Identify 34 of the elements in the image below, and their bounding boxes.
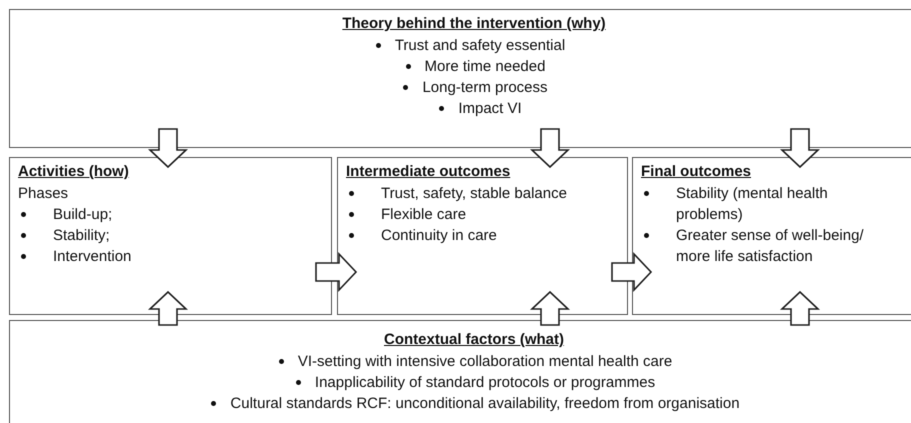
panel-heading: Activities (how): [18, 162, 129, 182]
bullet-text: Stability;: [53, 226, 110, 246]
block-arrow: [780, 290, 820, 326]
bullet-text: Trust, safety, stable balance: [381, 184, 567, 204]
text-panel: [9, 157, 332, 315]
bullet-text: Long-term process: [422, 78, 548, 98]
bullet-text: Impact VI: [458, 99, 522, 119]
bullet-text: Greater sense of well-being/ more life satisfaction: [676, 226, 865, 267]
block-arrow: [530, 290, 570, 326]
bullet-text: Stability (mental health problems): [676, 184, 829, 225]
bullet-text: Intervention: [53, 247, 132, 267]
text-panel: [9, 320, 911, 423]
panel-heading: Contextual factors (what): [384, 330, 564, 350]
text-panel: [632, 157, 911, 315]
block-arrow: [148, 128, 188, 168]
block-arrow: [611, 252, 652, 292]
bullet-text: Cultural standards RCF: unconditional availability, freedom from organisation: [230, 394, 740, 414]
bullet-text: Continuity in care: [381, 226, 497, 246]
panel-heading: Final outcomes: [641, 162, 752, 182]
bullet-text: Inapplicability of standard protocols or programmes: [314, 373, 656, 393]
panel-text: Phases: [18, 184, 68, 204]
bullet-text: Flexible care: [381, 205, 466, 225]
panel-heading: Intermediate outcomes: [346, 162, 510, 182]
bullet-text: More time needed: [424, 57, 546, 77]
bullet-text: Trust and safety essential: [394, 36, 566, 56]
bullet-text: Build-up;: [53, 205, 112, 225]
text-panel: [9, 9, 911, 148]
block-arrow: [315, 252, 358, 292]
block-arrow: [148, 290, 188, 326]
text-panel: [337, 157, 628, 315]
block-arrow: [530, 128, 570, 168]
bullet-text: VI-setting with intensive collaboration mental health care: [298, 352, 672, 372]
panel-heading: Theory behind the intervention (why): [342, 14, 606, 34]
block-arrow: [780, 128, 820, 168]
